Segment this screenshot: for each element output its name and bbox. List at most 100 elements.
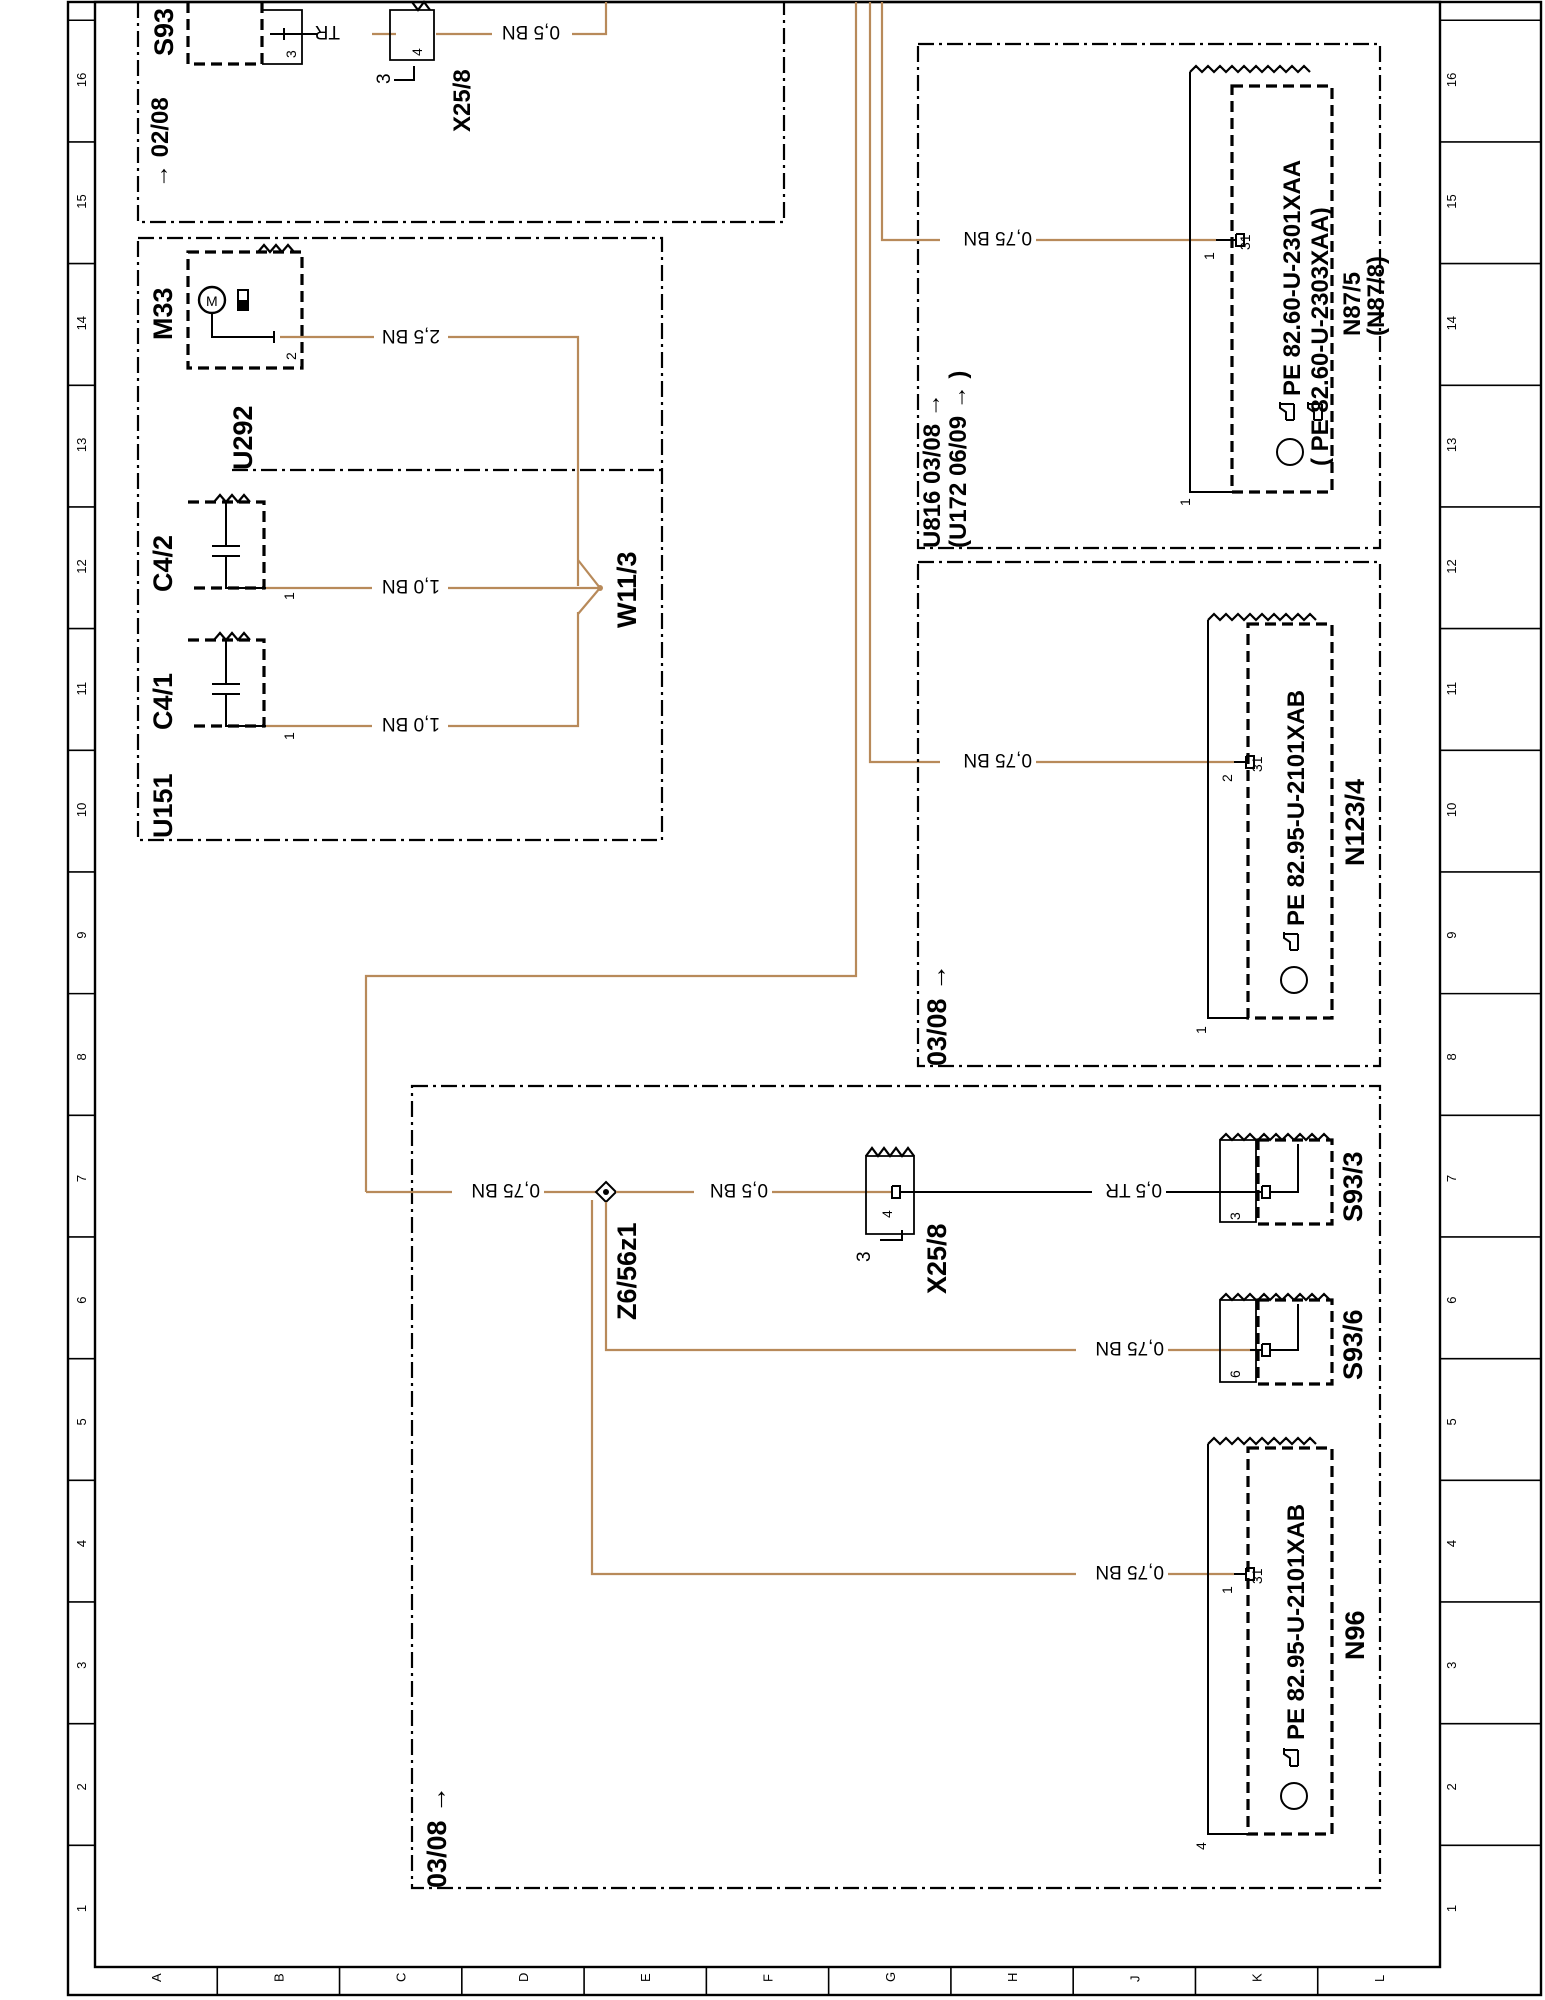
drawing-frame bbox=[66, 0, 1543, 1997]
row-label-5: 5 bbox=[74, 1418, 89, 1425]
pin: 2 bbox=[283, 352, 299, 360]
row-label-12: 12 bbox=[1444, 559, 1459, 573]
row-label-13: 13 bbox=[1444, 438, 1459, 452]
c41-label: C4/1 bbox=[148, 673, 178, 730]
row-label-8: 8 bbox=[74, 1053, 89, 1060]
row-label-13: 13 bbox=[74, 438, 89, 452]
group-u151: U151 U292 M33 M 2 2,5 BN C4/2 1 1,0 BN C… bbox=[136, 236, 664, 842]
pin: 31 bbox=[1249, 1568, 1265, 1584]
s933-label: S93/3 bbox=[1338, 1151, 1368, 1222]
u151-label: U151 bbox=[148, 773, 178, 838]
group-main-0308: 03/08 → 0,75 BN Z6/56z1 0,5 BN 4 3 X25/8… bbox=[366, 1084, 1382, 1890]
main-group-label: 03/08 → bbox=[422, 1786, 452, 1888]
group-u816: U816 03/08 → (U172 06/09 → ) 0,75 BN 31 … bbox=[916, 42, 1390, 550]
row-label-10: 10 bbox=[1444, 803, 1459, 817]
pin: 3 bbox=[854, 1251, 875, 1262]
row-label-7: 7 bbox=[1444, 1175, 1459, 1182]
group-0208-label: → 02/08 bbox=[147, 97, 174, 188]
row-label-5: 5 bbox=[1444, 1418, 1459, 1425]
wire-label-n1234: 0,75 BN bbox=[963, 749, 1032, 770]
row-label-8: 8 bbox=[1444, 1053, 1459, 1060]
n878-label: (N87/8) bbox=[1363, 256, 1390, 336]
row-label-10: 10 bbox=[74, 803, 89, 817]
u172-label: (U172 06/09 → ) bbox=[945, 371, 972, 548]
pin: 1 bbox=[1193, 1026, 1209, 1034]
column-label-H: H bbox=[1005, 1973, 1020, 1982]
row-label-11: 11 bbox=[74, 682, 89, 696]
s93-top-label: S93 bbox=[149, 8, 179, 56]
pin: 3 bbox=[283, 50, 299, 58]
n96-pe: PE 82.95-U-2101XAB bbox=[1283, 1504, 1310, 1740]
n1234-group-label: 03/08 → bbox=[922, 964, 952, 1066]
pin: 6 bbox=[1227, 1370, 1243, 1378]
pin: 1 bbox=[1219, 1586, 1235, 1594]
pin: 1 bbox=[1201, 252, 1217, 260]
column-label-E: E bbox=[638, 1973, 653, 1982]
n875-pe1: PE 82.60-U-2301XAA bbox=[1279, 160, 1306, 396]
column-label-G: G bbox=[883, 1972, 898, 1982]
row-label-12: 12 bbox=[74, 559, 89, 573]
pin: 3 bbox=[1227, 1212, 1243, 1220]
wire-label-top-tr: TR bbox=[315, 21, 340, 42]
row-label-15: 15 bbox=[74, 194, 89, 208]
wire-label-s936: 0,75 BN bbox=[1095, 1337, 1164, 1358]
wire-label-c42: 1,0 BN bbox=[382, 575, 440, 596]
row-label-14: 14 bbox=[1444, 316, 1459, 330]
row-label-1: 1 bbox=[74, 1905, 89, 1912]
row-label-4: 4 bbox=[74, 1540, 89, 1547]
column-label-L: L bbox=[1372, 1975, 1387, 1982]
row-label-3: 3 bbox=[1444, 1662, 1459, 1669]
z6-label: Z6/56z1 bbox=[612, 1222, 642, 1320]
n875-label: N87/5 bbox=[1339, 272, 1366, 336]
u816-label: U816 03/08 → bbox=[919, 393, 946, 548]
column-label-C: C bbox=[394, 1973, 409, 1982]
row-label-4: 4 bbox=[1444, 1540, 1459, 1547]
row-label-9: 9 bbox=[74, 932, 89, 939]
s936-label: S93/6 bbox=[1338, 1309, 1368, 1380]
column-label-K: K bbox=[1250, 1973, 1265, 1982]
x25-top-label: X25/8 bbox=[449, 69, 476, 132]
pin: 2 bbox=[1219, 774, 1235, 782]
pin: 3 bbox=[374, 73, 395, 84]
row-label-7: 7 bbox=[74, 1175, 89, 1182]
column-label-A: A bbox=[149, 1973, 164, 1982]
group-n1234: 03/08 → 0,75 BN 31 2 1 PE 82.95-U-2101XA… bbox=[916, 560, 1382, 1068]
n1234-pe: PE 82.95-U-2101XAB bbox=[1283, 690, 1310, 926]
row-label-1: 1 bbox=[1444, 1905, 1459, 1912]
x25-label: X25/8 bbox=[922, 1223, 952, 1294]
row-label-15: 15 bbox=[1444, 194, 1459, 208]
svg-text:M: M bbox=[206, 293, 218, 309]
pin: 31 bbox=[1237, 234, 1253, 250]
transistor-icon bbox=[1280, 966, 1308, 994]
c42-label: C4/2 bbox=[148, 535, 178, 592]
column-label-B: B bbox=[271, 1973, 286, 1982]
w113-label: W11/3 bbox=[612, 551, 642, 628]
pin: 4 bbox=[1193, 1842, 1209, 1850]
row-label-16: 16 bbox=[74, 73, 89, 87]
row-label-14: 14 bbox=[74, 316, 89, 330]
wire-label-main: 0,75 BN bbox=[471, 1179, 540, 1200]
row-label-6: 6 bbox=[1444, 1297, 1459, 1304]
pin: 4 bbox=[879, 1210, 895, 1218]
pin: 4 bbox=[409, 48, 425, 56]
splice-z6 bbox=[594, 1180, 618, 1204]
row-label-11: 11 bbox=[1444, 682, 1459, 696]
column-label-D: D bbox=[516, 1973, 531, 1982]
row-label-16: 16 bbox=[1444, 73, 1459, 87]
wire-label-c41: 1,0 BN bbox=[382, 713, 440, 734]
row-label-9: 9 bbox=[1444, 932, 1459, 939]
row-label-2: 2 bbox=[1444, 1783, 1459, 1790]
pin: 31 bbox=[1249, 756, 1265, 772]
wire-label-n875: 0,75 BN bbox=[963, 227, 1032, 248]
row-label-2: 2 bbox=[74, 1783, 89, 1790]
row-label-3: 3 bbox=[74, 1662, 89, 1669]
transistor-icon bbox=[1276, 438, 1304, 466]
row-label-6: 6 bbox=[74, 1297, 89, 1304]
pin: 1 bbox=[1177, 498, 1193, 506]
column-label-F: F bbox=[761, 1974, 776, 1982]
column-label-J: J bbox=[1127, 1976, 1142, 1983]
pin: 1 bbox=[281, 732, 297, 740]
